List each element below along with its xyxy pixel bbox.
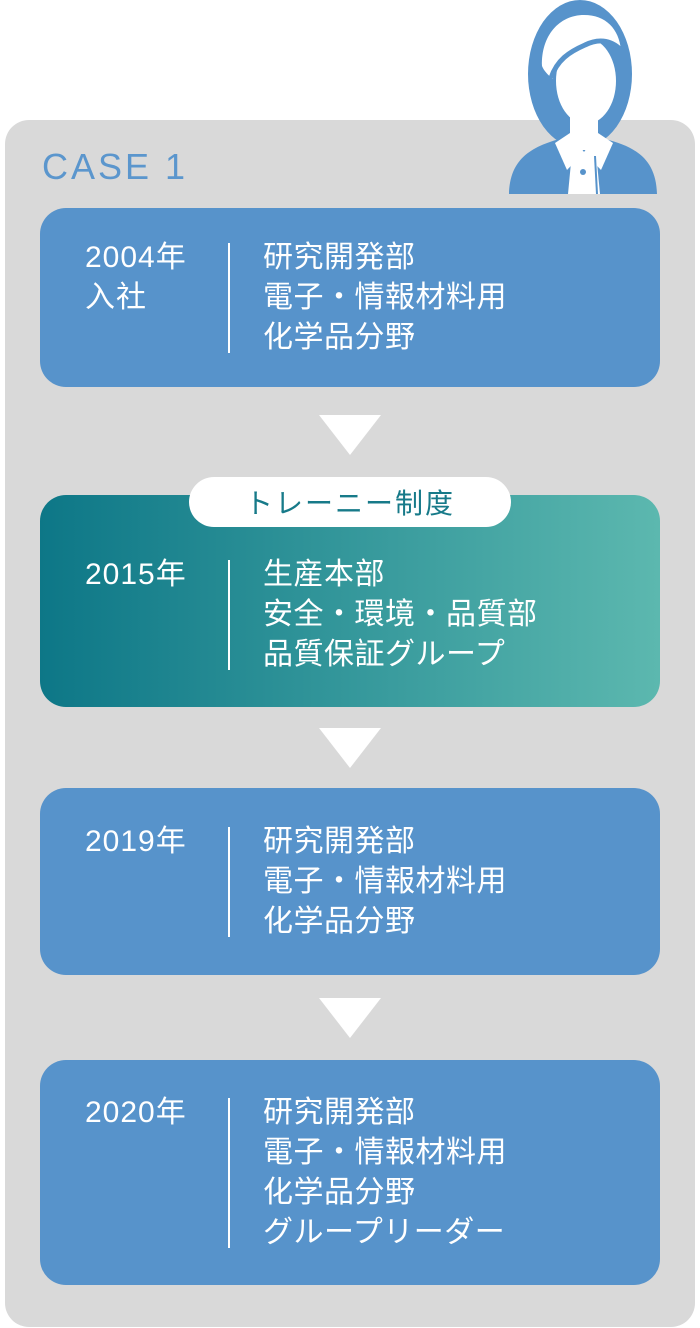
- department-line: 電子・情報材料用: [263, 1135, 507, 1169]
- card-row: 2015年 生産本部 安全・環境・品質部 品質保証グループ: [40, 555, 660, 675]
- department-line: 電子・情報材料用: [263, 280, 507, 314]
- year-column: 2019年: [85, 822, 228, 862]
- down-arrow-icon: [319, 415, 381, 455]
- timeline-card-2019: 2019年 研究開発部 電子・情報材料用 化学品分野: [40, 788, 660, 975]
- department-line: グループリーダー: [263, 1215, 506, 1249]
- year-label: 2015年: [85, 558, 187, 591]
- department-line: 安全・環境・品質部: [263, 598, 538, 631]
- case-title: CASE 1: [42, 146, 189, 187]
- department-line: 生産本部: [263, 558, 385, 591]
- down-arrow-icon: [319, 728, 381, 768]
- department-line: 化学品分野: [263, 1175, 416, 1209]
- department-line: 研究開発部: [263, 240, 416, 274]
- year-label: 2020年: [85, 1095, 187, 1129]
- year-label: 2019年: [85, 824, 187, 858]
- department-line: 研究開発部: [263, 1095, 416, 1129]
- divider-line: [228, 1097, 230, 1248]
- card-row: 2019年 研究開発部 電子・情報材料用 化学品分野: [40, 822, 660, 942]
- year-column: 2015年: [85, 555, 228, 595]
- department-line: 化学品分野: [263, 904, 416, 938]
- department-line: 電子・情報材料用: [263, 864, 507, 898]
- timeline-card-2004: 2004年 入社 研究開発部 電子・情報材料用 化学品分野: [40, 208, 660, 387]
- year-label: 2004年: [85, 240, 187, 274]
- down-arrow-icon: [319, 998, 381, 1038]
- department-column: 研究開発部 電子・情報材料用 化学品分野: [263, 822, 507, 942]
- year-column: 2020年: [85, 1093, 228, 1133]
- department-column: 生産本部 安全・環境・品質部 品質保証グループ: [263, 555, 538, 675]
- trainee-badge: トレーニー制度: [189, 477, 511, 527]
- divider-line: [228, 560, 230, 670]
- timeline-card-2020: 2020年 研究開発部 電子・情報材料用 化学品分野 グループリーダー: [40, 1060, 660, 1285]
- person-avatar-icon: [509, 0, 657, 194]
- divider-line: [228, 826, 230, 937]
- year-note: 入社: [85, 280, 147, 314]
- divider-line: [228, 242, 230, 353]
- department-line: 化学品分野: [263, 320, 416, 354]
- department-line: 品質保証グループ: [263, 638, 506, 671]
- card-row: 2020年 研究開発部 電子・情報材料用 化学品分野 グループリーダー: [40, 1093, 660, 1253]
- timeline-card-2015: トレーニー制度 2015年 生産本部 安全・環境・品質部 品質保証グループ: [40, 477, 660, 707]
- department-column: 研究開発部 電子・情報材料用 化学品分野: [263, 238, 507, 358]
- year-column: 2004年 入社: [85, 238, 228, 318]
- department-line: 研究開発部: [263, 824, 416, 858]
- case-panel: CASE 1 2004年 入社 研究開発部 電子・情報材料用 化学品分野 トレー…: [5, 120, 695, 1327]
- department-column: 研究開発部 電子・情報材料用 化学品分野 グループリーダー: [263, 1093, 507, 1253]
- card-row: 2004年 入社 研究開発部 電子・情報材料用 化学品分野: [40, 238, 660, 358]
